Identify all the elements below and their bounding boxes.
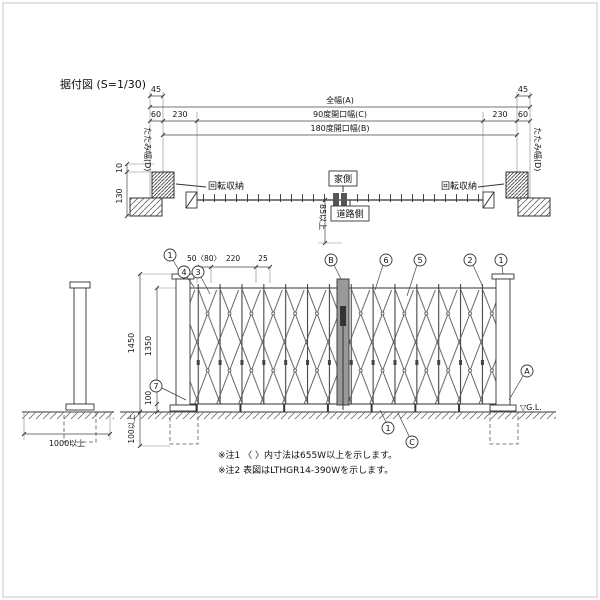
svg-text:3: 3 xyxy=(195,268,200,277)
callout-1-left-post: 1 xyxy=(163,248,177,262)
free-post-cap xyxy=(69,281,91,289)
dim-50-80: 50〈80〉 xyxy=(187,254,221,263)
plan-dim-row-opening-180: 180度開口幅(B) xyxy=(160,123,520,138)
plan-extension-lines xyxy=(149,92,531,198)
svg-text:4: 4 xyxy=(181,268,186,277)
callout-1-right-post: 1 xyxy=(494,253,508,267)
plan-post-right xyxy=(482,191,495,209)
callout-2: 2 xyxy=(463,253,477,267)
label-rotate-storage-left: 回転収納 xyxy=(208,180,244,192)
note-1: ※注1 〈 〉内寸法は655W以上を示します。 xyxy=(218,449,397,461)
dim-opening-180: 180度開口幅(B) xyxy=(311,123,370,133)
gate-center-stile xyxy=(336,278,350,410)
free-post-body xyxy=(73,287,87,405)
gate-footing-left xyxy=(169,411,199,445)
elevation-main-gate: 50〈80〉 220 25 ▽G. xyxy=(120,248,556,449)
dim-100: 100 xyxy=(144,391,153,406)
plan-gate-line xyxy=(197,193,483,207)
callout-3: 3 xyxy=(191,265,205,279)
svg-text:6: 6 xyxy=(383,256,388,265)
elevation-left-dims: 1450 1350 100 100以上 xyxy=(127,271,176,449)
plan-wall-left xyxy=(129,197,163,217)
dim-60-right: 60 xyxy=(518,110,528,119)
svg-text:2: 2 xyxy=(467,256,472,265)
dim-230-right: 230 xyxy=(492,110,507,119)
label-ground-level: ▽G.L. xyxy=(520,403,542,412)
callout-1-bottom: 1 xyxy=(381,421,395,435)
callout-7: 7 xyxy=(149,379,163,393)
plan-rotate-storage-right: 回転収納 xyxy=(441,180,505,192)
callout-5: 5 xyxy=(413,253,427,267)
plan-stored-gate-left xyxy=(151,171,175,199)
dim-130: 130 xyxy=(115,188,124,203)
free-post-footing xyxy=(63,411,97,443)
plan-dim-row-opening-90: 60 230 90度開口幅(C) 230 60 xyxy=(147,109,533,124)
dim-230-left: 230 xyxy=(172,110,187,119)
plan-house-side: 家側 xyxy=(328,170,358,192)
dim-opening-90: 90度開口幅(C) xyxy=(313,109,367,119)
note-2: ※注2 表図はLTHGR14-390Wを示します。 xyxy=(218,464,393,476)
callout-b: B xyxy=(324,253,338,267)
gate-post-right xyxy=(489,273,517,412)
dim-1450: 1450 xyxy=(127,333,136,353)
dim-1350: 1350 xyxy=(144,336,153,356)
plan-center-stile-left xyxy=(333,193,339,207)
dim-25: 25 xyxy=(258,254,268,263)
callout-leaders xyxy=(161,259,524,437)
dim-100-min: 100以上 xyxy=(127,414,136,444)
plan-dim-total-width: 全幅(A) xyxy=(147,95,533,110)
label-house-side: 家側 xyxy=(334,173,352,185)
plan-rotate-storage-left: 回転収納 xyxy=(175,180,244,192)
dim-fold-width-right: たたみ幅(D) xyxy=(533,127,543,171)
svg-text:C: C xyxy=(409,438,415,447)
svg-text:B: B xyxy=(328,256,334,265)
svg-text:1: 1 xyxy=(385,424,390,433)
plan-road-side: 道路側 xyxy=(330,200,370,222)
callout-a: A xyxy=(520,364,534,378)
dim-10: 10 xyxy=(115,163,124,173)
plan-center-stile-right xyxy=(341,193,347,207)
dim-1000-min: 1000以上 xyxy=(49,439,85,448)
dim-220: 220 xyxy=(226,254,241,263)
plan-dim-85-min: 85以上 xyxy=(318,197,342,246)
ground-hatch-left xyxy=(22,412,114,419)
svg-text:A: A xyxy=(524,367,530,376)
free-post-base xyxy=(65,403,95,411)
plan-post-left xyxy=(185,191,198,209)
gate-lock-handle xyxy=(340,306,346,326)
plan-dim-row-45: 45 45 xyxy=(147,85,533,99)
dim-total-width: 全幅(A) xyxy=(326,95,354,105)
plan-stored-gate-right xyxy=(505,171,529,199)
callout-4: 4 xyxy=(177,265,191,279)
dim-fold-width-left: たたみ幅(D) xyxy=(143,127,153,171)
label-road-side: 道路側 xyxy=(336,208,363,220)
dim-45-right: 45 xyxy=(518,85,528,94)
gate-footing-right xyxy=(489,411,519,445)
svg-text:1: 1 xyxy=(498,256,503,265)
drawing-title: 据付図 (S=1/30) xyxy=(60,77,146,91)
ground-hatch-main xyxy=(120,412,556,419)
callout-6: 6 xyxy=(379,253,393,267)
elevation-free-post: 1000以上 xyxy=(21,281,114,448)
dim-85-min: 85以上 xyxy=(318,204,327,230)
svg-text:7: 7 xyxy=(153,382,158,391)
plan-view: 45 45 全幅(A) 60 230 90度開口幅(C) 230 60 180度… xyxy=(115,85,551,246)
plan-wall-right xyxy=(517,197,551,217)
dim-45-left: 45 xyxy=(151,85,161,94)
label-rotate-storage-right: 回転収納 xyxy=(441,180,477,192)
notes: ※注1 〈 〉内寸法は655W以上を示します。 ※注2 表図はLTHGR14-3… xyxy=(218,449,397,476)
callout-c: C xyxy=(405,435,419,449)
dim-60-left: 60 xyxy=(151,110,161,119)
svg-text:1: 1 xyxy=(167,251,172,260)
svg-text:5: 5 xyxy=(417,256,422,265)
